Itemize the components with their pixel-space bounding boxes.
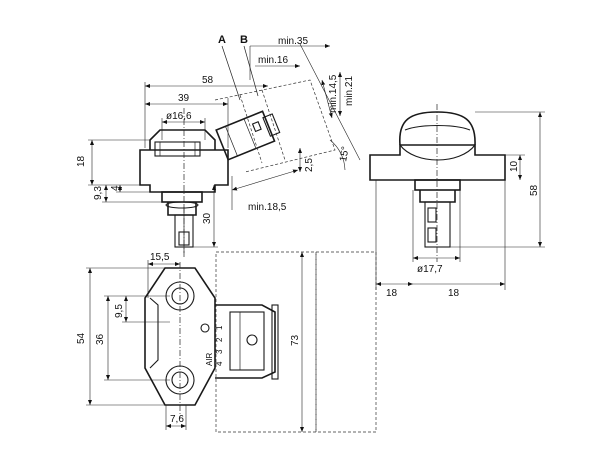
dim-39: 39 [178,93,190,104]
side-view [139,79,336,258]
connector-pin-2: 2 [215,337,224,342]
dim-10-right: 10 [509,160,520,172]
dim-min18-5: min.18,5 [248,202,287,213]
dim-dia16-6: ø16,6 [166,111,192,122]
label-a: A [218,34,226,46]
dim-30: 30 [202,212,213,224]
dim-73: 73 [290,334,301,346]
dim-9-3: 9,3 [93,186,104,200]
connector-pin-1: 1 [215,325,224,330]
dim-15-5: 15,5 [150,252,170,263]
side-view-dimensions [88,43,361,248]
connector-pin-4: 4 [215,361,224,366]
top-view [144,251,377,433]
dim-4: 4 [110,185,121,191]
top-view-dimensions [86,252,304,432]
connector-pin-3: 3 [215,349,224,354]
dim-36: 36 [95,333,106,345]
dim-9-5: 9,5 [114,304,125,318]
label-b: B [240,34,248,46]
dim-7-6: 7,6 [170,414,184,425]
dim-min16: min.16 [258,55,288,66]
dim-min35: min.35 [278,36,308,47]
dim-min14-5: min.14,5 [328,74,339,113]
dim-2-5: 2,5 [304,158,315,172]
dim-18-bottom-a: 18 [386,288,398,299]
dim-min21: min.21 [344,76,355,106]
dim-dia17-7: ø17,7 [417,264,443,275]
dim-54: 54 [76,332,87,344]
front-view-dimensions [375,111,545,290]
dim-18-bottom-b: 18 [448,288,460,299]
dim-18-left: 18 [76,155,87,167]
front-view [369,104,506,262]
connector-air-label: AIR [205,352,214,366]
dim-58-right: 58 [529,184,540,196]
dim-angle-15: 15° [338,146,351,163]
dim-58-top: 58 [202,75,214,86]
